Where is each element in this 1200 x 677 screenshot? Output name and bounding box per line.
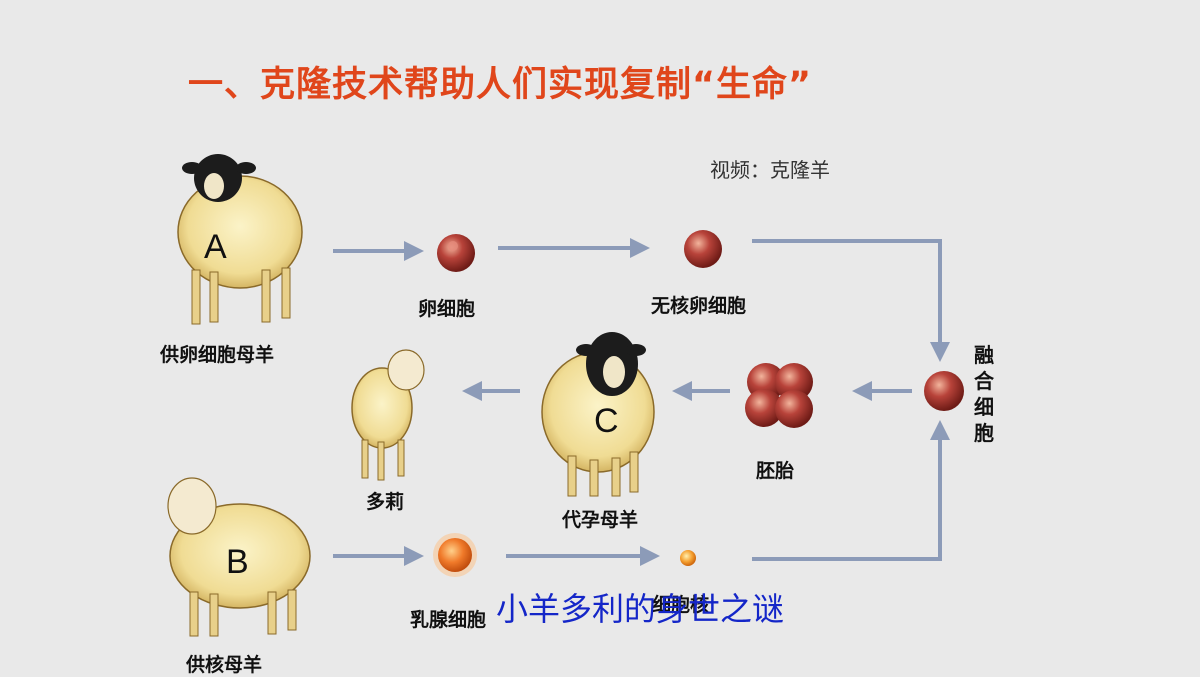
sheep-c-image [541,332,655,497]
sheep-a-image [177,154,303,325]
label-donor-egg-ewe: 供卵细胞母羊 [160,344,275,366]
flow-arrows [333,238,950,566]
egg-cell [437,234,475,272]
subtitle-caption: 小羊多利的身世之谜 [496,590,785,628]
arrow-nucleus-to-fused [752,420,950,561]
embryo-cells [745,363,813,428]
arrow-enucleated-to-fused [752,239,950,362]
label-embryo: 胚胎 [756,460,795,482]
label-surrogate-ewe: 代孕母羊 [562,509,639,531]
sheep-c-letter: C [594,402,619,440]
label-cell-nucleus: 细胞核 [652,594,710,616]
page-title: 一、克隆技术帮助人们实现复制“生命” [188,65,813,105]
label-mammary-cell: 乳腺细胞 [410,609,487,631]
cell-nucleus [680,550,696,566]
label-egg-cell: 卵细胞 [418,298,476,320]
fused-cell [924,371,964,411]
label-dolly: 多莉 [366,491,405,513]
sheep-a-letter: A [204,228,227,266]
enucleated-egg-cell [684,230,722,268]
mammary-cell [433,533,477,577]
sheep-b-letter: B [226,543,249,581]
label-enucleated-egg: 无核卵细胞 [651,295,747,317]
label-fused-cell: 融 合 细 胞 [974,343,994,445]
sheep-b-image [167,477,311,637]
dolly-lamb-image [351,349,425,481]
label-donor-nucleus-ewe: 供核母羊 [186,654,263,676]
video-note[interactable]: 视频：克隆羊 [710,158,830,182]
